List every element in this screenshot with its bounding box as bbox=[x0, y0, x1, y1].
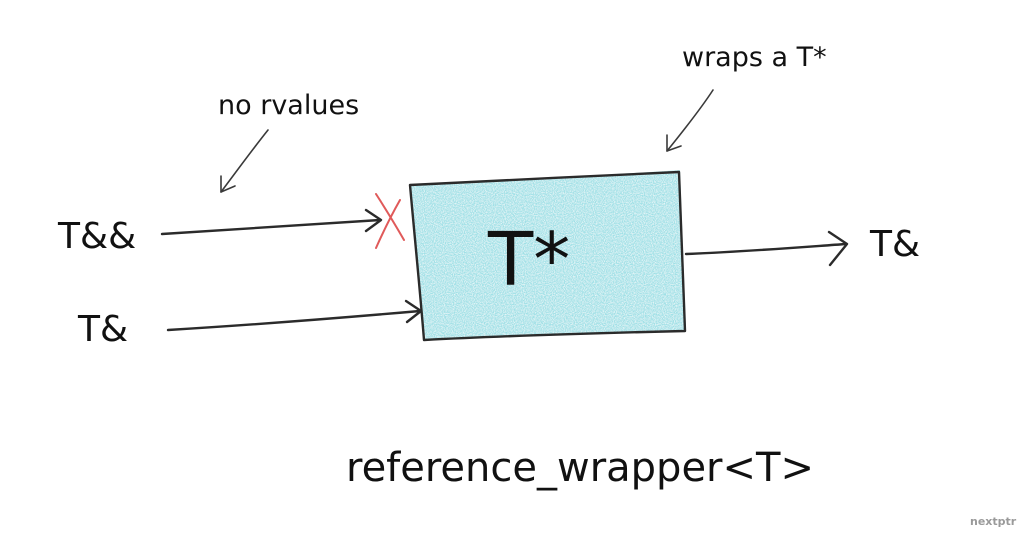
wraps-pointer-head bbox=[666, 134, 682, 152]
lvalue-input: T& bbox=[77, 299, 423, 350]
rvalue-arrow-line bbox=[160, 218, 382, 236]
watermark: nextptr bbox=[970, 515, 1017, 528]
output: T& bbox=[684, 224, 920, 267]
lvalue-input-label: T& bbox=[77, 309, 128, 350]
box-outline bbox=[408, 170, 687, 342]
no-rvalues-annotation: no rvalues bbox=[218, 90, 359, 193]
rvalue-arrow-head bbox=[364, 208, 383, 233]
output-arrow-head bbox=[827, 230, 849, 267]
wraps-note: wraps a T* bbox=[682, 42, 827, 73]
wraps-annotation: wraps a T* bbox=[666, 42, 827, 152]
rvalue-input: T&& bbox=[57, 193, 405, 257]
no-rvalues-pointer bbox=[220, 129, 269, 193]
output-label: T& bbox=[869, 224, 920, 265]
wraps-pointer bbox=[666, 89, 714, 152]
no-rvalues-note: no rvalues bbox=[218, 90, 359, 121]
box-fill bbox=[410, 170, 686, 340]
rvalue-input-label: T&& bbox=[57, 216, 136, 257]
box-content-label: T* bbox=[487, 217, 570, 303]
diagram-title: reference_wrapper<T> bbox=[346, 445, 814, 491]
output-arrow-line bbox=[684, 242, 848, 256]
lvalue-arrow-head bbox=[404, 299, 423, 324]
wrapper-box: T* bbox=[408, 170, 687, 342]
lvalue-arrow-line bbox=[166, 309, 422, 332]
reject-mark bbox=[375, 193, 405, 249]
no-rvalues-pointer-head bbox=[220, 175, 236, 193]
